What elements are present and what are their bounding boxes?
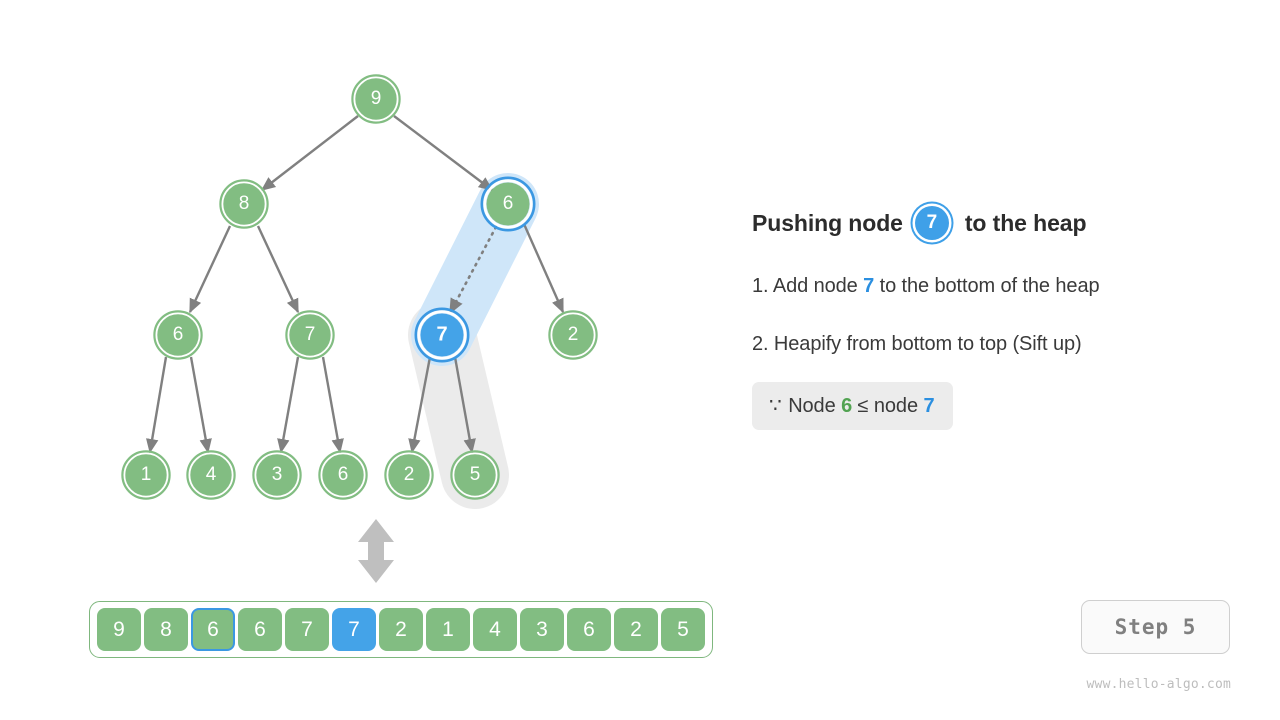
edge-9-8 xyxy=(260,115,359,191)
step-1-prefix: 1. Add node xyxy=(752,275,864,297)
edge-9-6 xyxy=(393,115,494,191)
edge-8-7 xyxy=(256,225,300,314)
array-cell[interactable]: 4 xyxy=(473,608,517,651)
step-1-suffix: to the bottom of the heap xyxy=(874,275,1100,297)
tree-node-6-left[interactable] xyxy=(153,310,203,360)
tree-nodes xyxy=(121,74,598,500)
step-1-value: 7 xyxy=(863,275,875,297)
edge-6-2 xyxy=(522,223,565,314)
tree-node-7-active[interactable] xyxy=(414,307,470,363)
reason-badge: ∵ Node 6 ≤ node 7 xyxy=(752,382,954,430)
instruction-step-2: 2. Heapify from bottom to top (Sift up) xyxy=(752,333,1222,356)
title-node-badge: 7 xyxy=(914,206,949,240)
double-vertical-arrow-icon xyxy=(358,519,394,583)
tree-node-8[interactable] xyxy=(219,179,269,229)
tree-node-7-left[interactable] xyxy=(285,310,335,360)
reason-value-b: 7 xyxy=(923,395,935,417)
edge-6-1 xyxy=(145,356,168,454)
reason-value-a: 6 xyxy=(841,395,853,417)
instruction-step-1: 1. Add node 7 to the bottom of the heap xyxy=(752,275,1222,298)
edge-8-6 xyxy=(188,225,232,314)
because-symbol: ∵ xyxy=(769,395,783,417)
tree-node-3[interactable] xyxy=(252,450,302,500)
edge-7b-5 xyxy=(453,356,476,454)
array-cell[interactable]: 6 xyxy=(238,608,282,651)
step-2-text: 2. Heapify from bottom to top (Sift up) xyxy=(752,333,1082,355)
title-suffix: to the heap xyxy=(964,209,1087,236)
sift-up-dotted-arrow xyxy=(448,225,498,315)
watermark: www.hello-algo.com xyxy=(1086,677,1231,692)
step-badge: Step 5 xyxy=(1081,600,1230,654)
edge-7b-2 xyxy=(408,356,432,454)
title-prefix: Pushing node xyxy=(752,209,903,236)
array-cell[interactable]: 9 xyxy=(97,608,141,651)
reason-text-b: ≤ node xyxy=(852,395,924,417)
edge-6-4 xyxy=(189,356,212,454)
array-cell[interactable]: 1 xyxy=(426,608,470,651)
tree-node-9[interactable] xyxy=(351,74,401,124)
tree-node-4[interactable] xyxy=(186,450,236,500)
explanation-panel: Pushing node 7 to the heap 1. Add node 7… xyxy=(752,206,1222,430)
page-title: Pushing node 7 to the heap xyxy=(752,206,1222,240)
tree-node-6-leaf[interactable] xyxy=(318,450,368,500)
array-cell[interactable]: 2 xyxy=(379,608,423,651)
edge-7-3 xyxy=(277,356,300,454)
array-cell[interactable]: 8 xyxy=(144,608,188,651)
array-cell[interactable]: 6 xyxy=(567,608,611,651)
tree-node-2-right[interactable] xyxy=(548,310,598,360)
array-cell[interactable]: 7 xyxy=(285,608,329,651)
reason-text-a: Node xyxy=(782,395,842,417)
edge-7-6 xyxy=(321,356,344,454)
array-cell[interactable]: 5 xyxy=(661,608,705,651)
tree-node-5[interactable] xyxy=(450,450,500,500)
tree-node-6-ringed[interactable] xyxy=(480,176,536,232)
array-cell[interactable]: 3 xyxy=(520,608,564,651)
tree-edges xyxy=(145,115,565,454)
tree-node-1[interactable] xyxy=(121,450,171,500)
tree-node-2-leaf[interactable] xyxy=(384,450,434,500)
array-cell[interactable]: 7 xyxy=(332,608,376,651)
array-cell[interactable]: 6 xyxy=(191,608,235,651)
array-cell[interactable]: 2 xyxy=(614,608,658,651)
